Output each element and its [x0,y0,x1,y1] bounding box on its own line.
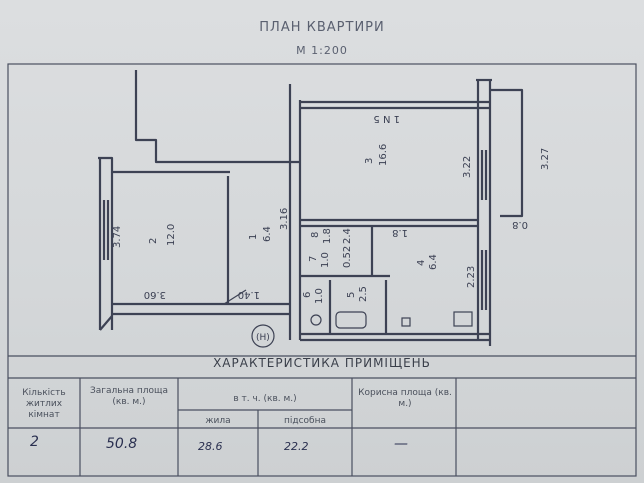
header-living: жила [205,416,231,426]
unit-label: 1 N 5 [373,113,400,124]
value-rooms: 2 [30,434,39,450]
sink-icon [401,317,411,327]
room3-area: 16.6 [378,144,389,166]
value-useful: — [394,436,408,452]
room5-number: 5 [346,292,357,298]
dim-mid-c: 2.4 [342,228,353,244]
value-total: 50.8 [106,436,138,452]
dim-left-height: 3.74 [112,226,123,248]
header-total: Загальна площа (кв. м.) [90,386,168,407]
dim-right-a: 3.22 [462,156,473,178]
dim-balcony: 0.8 [512,219,528,230]
header-useful: Корисна площа (кв. м.) [358,388,452,409]
balcony-outline [490,88,524,218]
entrance-marker-circle [251,324,275,348]
room3-number: 3 [364,158,375,164]
dim-bottom-small: 1.40 [238,289,260,300]
room1-area: 6.4 [262,226,273,242]
dim-mid-a: 1.8 [392,227,408,238]
dim-right-lower: 2.23 [466,266,477,288]
dim-bottom-left: 3.60 [144,289,166,300]
frame-border [7,63,637,477]
room6-area: 1.0 [314,288,325,304]
value-living: 28.6 [198,440,223,453]
value-aux: 22.2 [284,440,309,453]
room7-number: 7 [308,256,319,262]
room4-number: 4 [416,260,427,266]
header-aux: підсобна [283,416,326,426]
room5-area: 2.5 [358,286,369,302]
entrance-marker-text: (H) [256,333,270,343]
wall-room2-top [98,156,230,174]
room8-area: 1.8 [322,228,333,244]
room2-area: 12.0 [166,224,177,246]
toilet-icon [310,314,322,326]
header-rooms: Кількість житлих кімнат [22,388,66,420]
document-title: ПЛАН КВАРТИРИ [259,20,385,35]
dim-corridor: 3.16 [279,208,290,230]
bathtub-icon [335,311,367,329]
room7-area: 1.0 [320,252,331,268]
dim-right-b: 3.27 [540,148,551,170]
room4-area: 6.4 [428,254,439,270]
scale-label: М 1:200 [296,44,348,57]
stove-icon [453,311,473,327]
room2-number: 2 [148,238,159,244]
room1-number: 1 [248,234,259,240]
header-incl: в т. ч. (кв. м.) [233,394,297,404]
room8-number: 8 [310,232,321,238]
dim-mid-d: 0.52 [342,246,353,268]
section-heading: ХАРАКТЕРИСТИКА ПРИМІЩЕНЬ [213,356,431,370]
wall-top-left [134,70,300,164]
room6-number: 6 [302,292,313,298]
